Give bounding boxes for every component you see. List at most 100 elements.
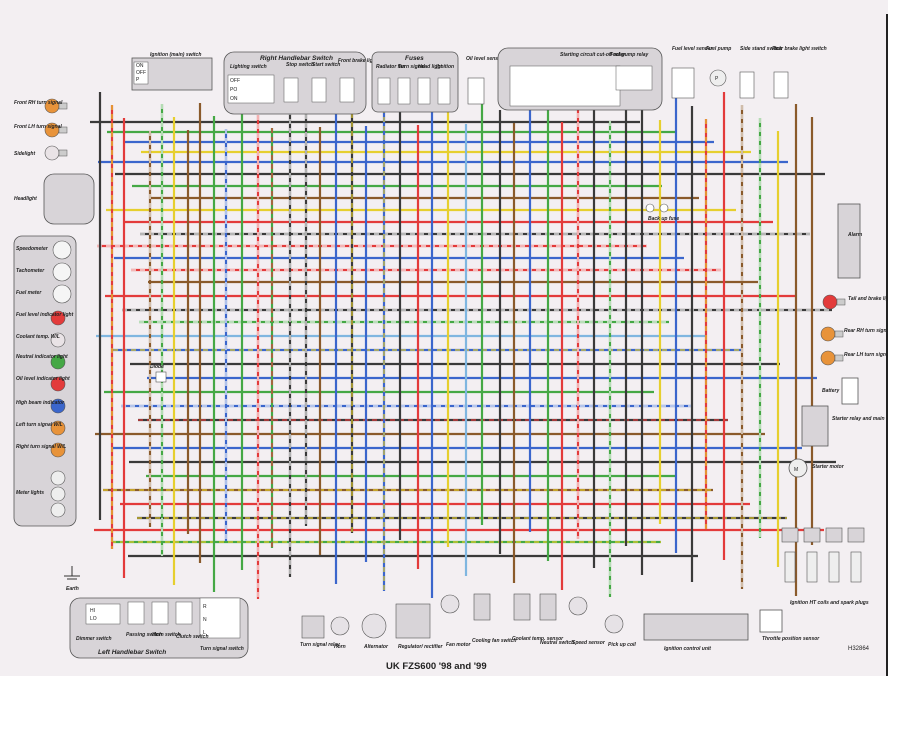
rear-brake-label: Rear brake light switch bbox=[772, 46, 827, 52]
fuse-label-head: Head light bbox=[418, 64, 443, 70]
light-state-off: OFF bbox=[230, 78, 240, 84]
label-bottom-12: Neutral switch bbox=[540, 640, 574, 646]
fuel-pump-relay-label: Fuel pump relay bbox=[610, 52, 649, 58]
label-starter-relay: Starter relay and main fuse bbox=[832, 416, 888, 422]
earth-label: Earth bbox=[66, 586, 79, 592]
coolant-temp-sensor bbox=[513, 593, 531, 621]
relay-unit: Starting circuit cut-off relay Fuel pump… bbox=[497, 47, 663, 111]
ignition-control-unit bbox=[643, 613, 749, 641]
speed-sensor bbox=[568, 596, 588, 616]
label-bottom-5: Turn signal relay bbox=[300, 642, 340, 648]
fuel-pump-label: Fuel pump bbox=[706, 46, 731, 52]
instrument-lamp-12 bbox=[50, 502, 66, 518]
side-stand-label: Side stand switch bbox=[740, 46, 782, 52]
fuel-side-switches: P Fuel level sender Fuel pump Side stand… bbox=[671, 46, 827, 99]
fuse-label-ignition: Ignition bbox=[436, 64, 454, 70]
instrument-lamp-8 bbox=[50, 420, 66, 436]
label-front-rh-turn: Front RH turn signal bbox=[14, 100, 63, 106]
instrument-lamp-3 bbox=[50, 310, 66, 326]
stop-switch-label: Stop switch bbox=[286, 62, 314, 68]
spark-plug-3 bbox=[850, 551, 862, 583]
label-bottom-1: Passing switch bbox=[126, 632, 162, 638]
ignition-coils bbox=[781, 527, 865, 583]
diagram-reference: H32864 bbox=[848, 646, 870, 652]
front-rh-turn-bulb bbox=[44, 98, 68, 114]
label-instrument-8: Left turn signal W/L bbox=[16, 422, 63, 428]
label-rear-lh-turn: Rear LH turn signal bbox=[844, 352, 888, 358]
instrument-lamp-11 bbox=[50, 486, 66, 502]
pick-up-coil bbox=[604, 614, 624, 634]
fuse-label-turn: Turn signal bbox=[398, 64, 425, 70]
turn-state-r: R bbox=[203, 604, 207, 610]
lighting-switch-label: Lighting switch bbox=[230, 64, 267, 70]
ht-coil-3 bbox=[847, 527, 865, 543]
starter-relay bbox=[801, 405, 829, 447]
alternator bbox=[361, 613, 387, 639]
rear-rh-turn-bulb bbox=[820, 326, 844, 342]
ign-state-p: P bbox=[136, 77, 140, 83]
label-bottom-8: Regulator/ rectifier bbox=[398, 644, 444, 650]
label-bottom-6: Horn bbox=[334, 644, 346, 650]
ignition-switch: ON OFF P Ignition (main) switch bbox=[131, 52, 213, 91]
label-starter-motor: Starter motor bbox=[812, 464, 845, 470]
instrument-lamp-2 bbox=[52, 284, 72, 304]
instrument-lamp-7 bbox=[50, 398, 66, 414]
right-handlebar-switch: Right Handlebar Switch Lighting switch O… bbox=[223, 51, 394, 115]
label-tps: Throttle position sensor bbox=[762, 636, 820, 642]
label-instrument-3: Fuel level indicator light bbox=[16, 312, 74, 318]
fuse-box: Fuses Radiator fan Turn signal Head ligh… bbox=[371, 51, 459, 113]
spark-plug-2 bbox=[828, 551, 840, 583]
cooling-fan-switch bbox=[473, 593, 491, 621]
front-lh-turn-bulb bbox=[44, 122, 68, 138]
battery bbox=[841, 377, 859, 405]
alarm-unit bbox=[837, 203, 861, 279]
light-state-on: ON bbox=[230, 96, 238, 102]
turn-signal-relay bbox=[301, 615, 325, 639]
label-bottom-9: Fan motor bbox=[446, 642, 471, 648]
label-instrument-2: Fuel meter bbox=[16, 290, 42, 296]
oil-level-sensor-label: Oil level sensor bbox=[466, 56, 504, 62]
label-ht-coils: Ignition HT coils and spark plugs bbox=[790, 600, 869, 606]
throttle-position-sensor bbox=[759, 609, 783, 633]
label-tail-brake: Tail and brake light bbox=[848, 296, 888, 302]
diode: Diode bbox=[150, 364, 167, 383]
label-instrument-10: Meter lights bbox=[16, 490, 44, 496]
label-instrument-6: Oil level indicator light bbox=[16, 376, 70, 382]
label-bottom-13: Speed sensor bbox=[572, 640, 606, 646]
headlight-housing bbox=[43, 173, 95, 225]
backup-fuse: Back up fuse bbox=[645, 203, 679, 222]
label-instrument-5: Neutral indicator light bbox=[16, 354, 68, 360]
ht-coil-2 bbox=[825, 527, 843, 543]
instrument-lamp-1 bbox=[52, 262, 72, 282]
label-rear-rh-turn: Rear RH turn signal bbox=[844, 328, 888, 334]
instrument-lamp-10 bbox=[50, 470, 66, 486]
turn-state-n: N bbox=[203, 617, 207, 623]
horn bbox=[330, 616, 350, 636]
label-front-lh-turn: Front LH turn signal bbox=[14, 124, 62, 130]
label-bottom-4: Turn signal switch bbox=[200, 646, 244, 652]
fuel-level-sender-label: Fuel level sender bbox=[672, 46, 714, 52]
label-instrument-7: High beam indicator bbox=[16, 400, 65, 406]
sidelight-bulb bbox=[44, 145, 68, 161]
wire-harness bbox=[90, 92, 836, 599]
instrument-lamp-5 bbox=[50, 354, 66, 370]
label-bottom-0: Dimmer switch bbox=[76, 636, 112, 642]
label-bottom-14: Pick up coil bbox=[608, 642, 636, 648]
instrument-lamp-9 bbox=[50, 442, 66, 458]
starter-motor bbox=[788, 458, 808, 478]
start-switch-label: Start switch bbox=[312, 62, 340, 68]
rear-lh-turn-bulb bbox=[820, 350, 844, 366]
instrument-lamp-4 bbox=[50, 332, 66, 348]
instrument-lights bbox=[50, 240, 72, 518]
dimmer-state-lo: LO bbox=[90, 616, 97, 622]
ignition-switch-label: Ignition (main) switch bbox=[150, 52, 201, 58]
label-bottom-15: Ignition control unit bbox=[664, 646, 711, 652]
starting-relay-label: Starting circuit cut-off relay bbox=[560, 52, 625, 58]
left-handlebar-switch: Left Handlebar Switch HI LO R N L bbox=[69, 597, 249, 659]
label-battery: Battery bbox=[822, 388, 839, 394]
label-headlight: Headlight bbox=[14, 196, 37, 202]
label-alarm: Alarm bbox=[847, 232, 863, 238]
ign-state-off: OFF bbox=[136, 70, 146, 76]
label-instrument-0: Speedometer bbox=[16, 246, 49, 252]
